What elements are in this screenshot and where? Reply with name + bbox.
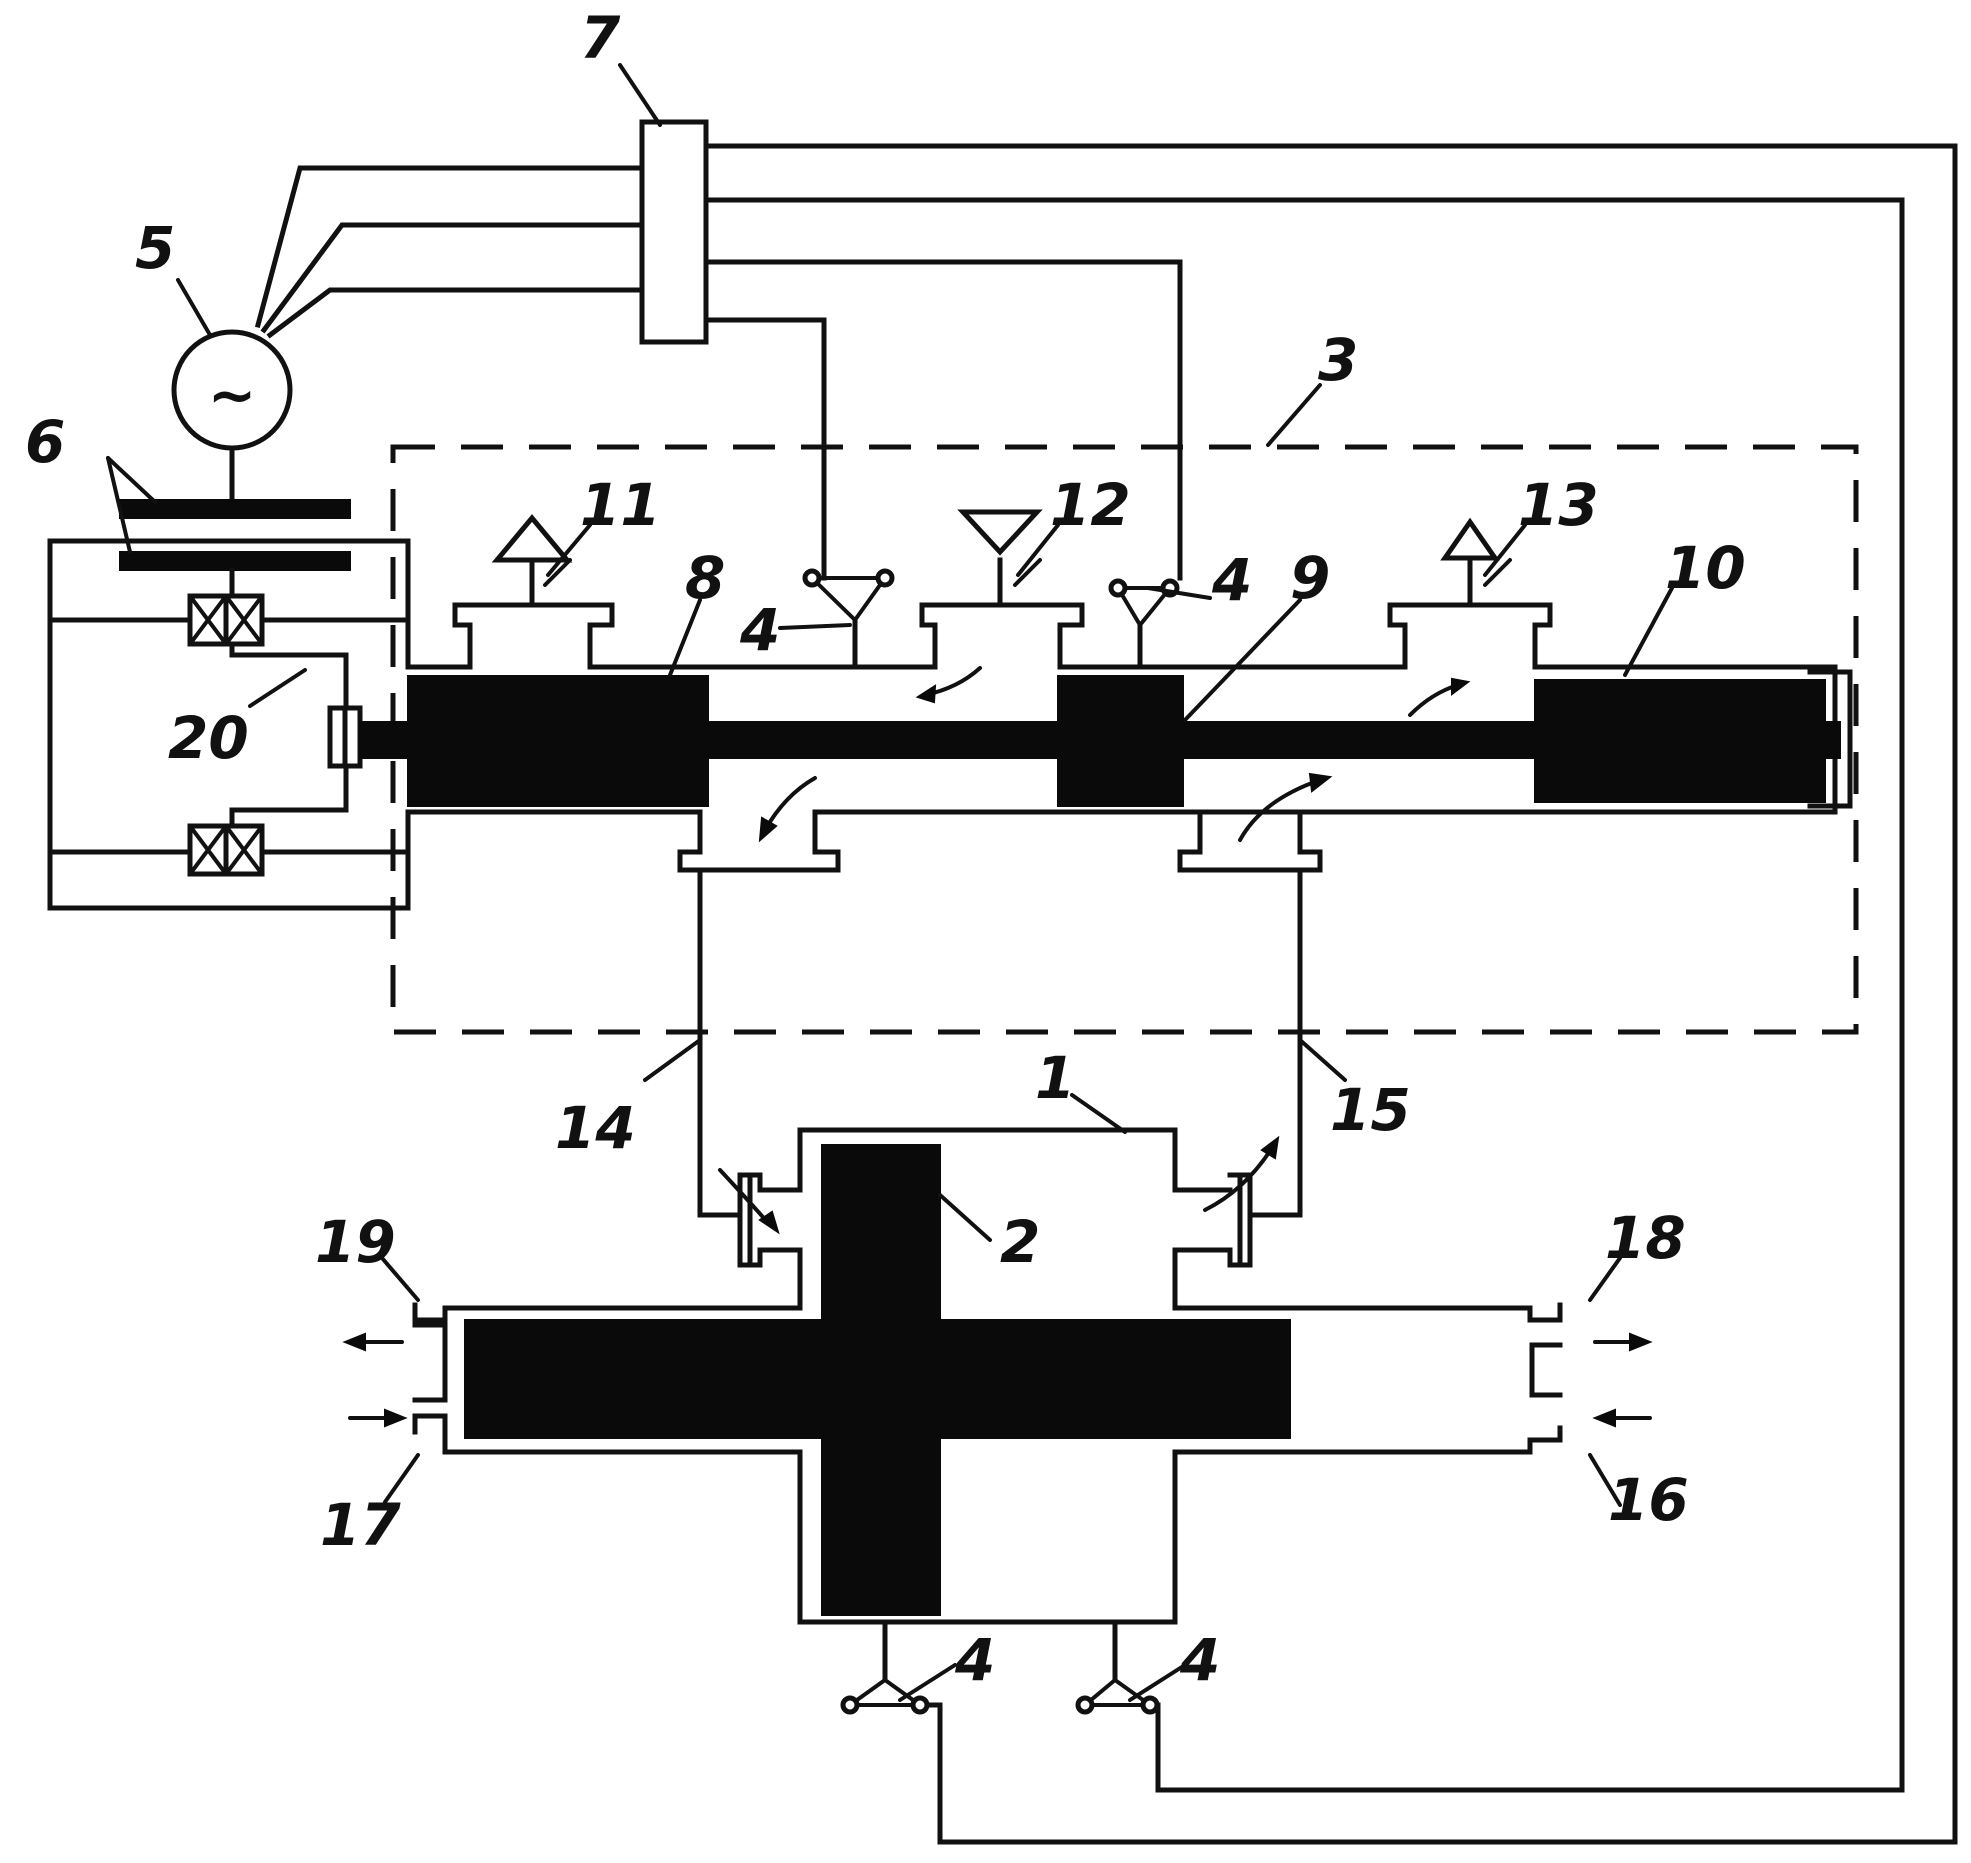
label-16: 16 [1608, 1466, 1689, 1534]
label-4-bottom-right: 4 [1179, 1626, 1220, 1694]
label-11: 11 [580, 471, 661, 539]
label-17: 17 [320, 1491, 401, 1559]
armature [330, 708, 360, 766]
label-15: 15 [1330, 1076, 1411, 1144]
label-4-bottom-left: 4 [954, 1626, 995, 1694]
label-8: 8 [685, 544, 725, 612]
valve-4-bottom-right [1078, 1622, 1157, 1712]
label-6: 6 [25, 408, 65, 476]
label-4-top-right: 4 [1211, 546, 1252, 614]
label-13: 13 [1518, 471, 1599, 539]
plates [108, 458, 350, 570]
label-19: 19 [315, 1208, 396, 1276]
label-5: 5 [135, 214, 175, 282]
piston [465, 1145, 1290, 1615]
controller-wires [258, 146, 1955, 1842]
generator: ~ [174, 332, 290, 500]
label-10: 10 [1665, 534, 1746, 602]
label-2: 2 [1000, 1208, 1040, 1276]
controller-block [642, 122, 706, 342]
tank-symbol-11 [497, 518, 567, 560]
valve-4-left [805, 571, 892, 667]
label-3: 3 [1318, 326, 1358, 394]
coil-bottom [190, 826, 262, 874]
valve-4-leader [780, 625, 850, 628]
pressure-symbol-12 [963, 512, 1037, 552]
tank-symbol-13 [1445, 522, 1495, 558]
label-1: 1 [1035, 1044, 1075, 1112]
label-20: 20 [168, 704, 249, 772]
label-4-top-left: 4 [739, 596, 780, 664]
valve-4-bottom-left [843, 1622, 927, 1712]
valve-4-right [1111, 581, 1177, 667]
label-12: 12 [1050, 471, 1131, 539]
label-7: 7 [580, 4, 621, 72]
line-14 [700, 870, 740, 1215]
label-18: 18 [1605, 1204, 1686, 1272]
label-14: 14 [555, 1094, 636, 1162]
generator-symbol: ~ [208, 361, 257, 429]
label-9: 9 [1290, 544, 1330, 612]
coil-top [190, 596, 262, 644]
spool-assembly [360, 676, 1840, 806]
